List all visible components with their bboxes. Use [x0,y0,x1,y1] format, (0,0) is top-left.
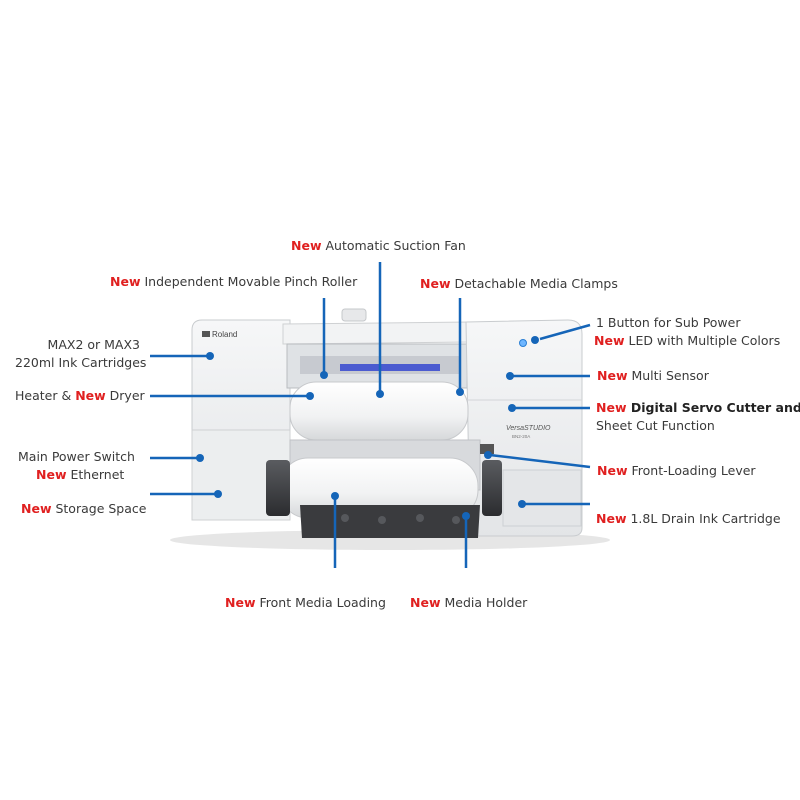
new-tag: New [110,274,141,289]
label-storage-space: New Storage Space [21,501,147,516]
new-tag: New [597,463,628,478]
label-power-switch: Main Power Switch [18,449,135,464]
sub-power-button [519,339,527,347]
new-tag: New [225,595,256,610]
front-loading-lever [480,444,494,454]
new-tag: New [597,368,628,383]
label-ethernet: New Ethernet [36,467,125,482]
label-heater-dryer: Heater & New Dryer [15,388,145,403]
new-tag: New [594,333,625,348]
label-servo-cutter: New Digital Servo Cutter and [596,400,800,415]
printer-top-cover [282,321,471,345]
label-pinch-roller: New Independent Movable Pinch Roller [110,274,358,289]
new-tag: New [21,501,52,516]
new-tag: New [291,238,322,253]
label-ink-cartridges: MAX2 or MAX3 [47,337,140,352]
label-front-media-loading: New Front Media Loading [225,595,386,610]
top-handle [341,308,367,322]
ink-head-strip [340,364,440,371]
model-sub: BN2-20A [512,434,530,439]
right-media-holder [482,460,502,516]
new-tag: New [420,276,451,291]
new-tag: New [410,595,441,610]
base-stand [300,505,480,538]
label-media-holder: New Media Holder [410,595,528,610]
label-sheet-cut: Sheet Cut Function [596,418,715,433]
new-tag: New [596,511,627,526]
base-rollers [341,514,460,524]
label-multi-sensor: New Multi Sensor [597,368,709,383]
new-tag: New [75,388,106,403]
label-led: New LED with Multiple Colors [594,333,781,348]
label-front-lever: New Front-Loading Lever [597,463,756,478]
drain-cartridge-bay [502,469,582,527]
label-ink-cartridges-line2: 220ml Ink Cartridges [15,355,147,370]
label-suction-fan: New Automatic Suction Fan [291,238,466,253]
callout-lines [150,262,591,568]
label-sub-power: 1 Button for Sub Power [596,315,741,330]
label-media-clamps: New Detachable Media Clamps [420,276,618,291]
new-tag: New [36,467,67,482]
roland-logo-mark [202,331,210,337]
new-tag: New [596,400,627,415]
left-media-holder [266,460,290,516]
label-drain-cartridge: New 1.8L Drain Ink Cartridge [596,511,781,526]
callout-dots [196,336,539,520]
model-name: VersaSTUDIO [506,425,551,432]
roland-logo: Roland [212,330,237,339]
